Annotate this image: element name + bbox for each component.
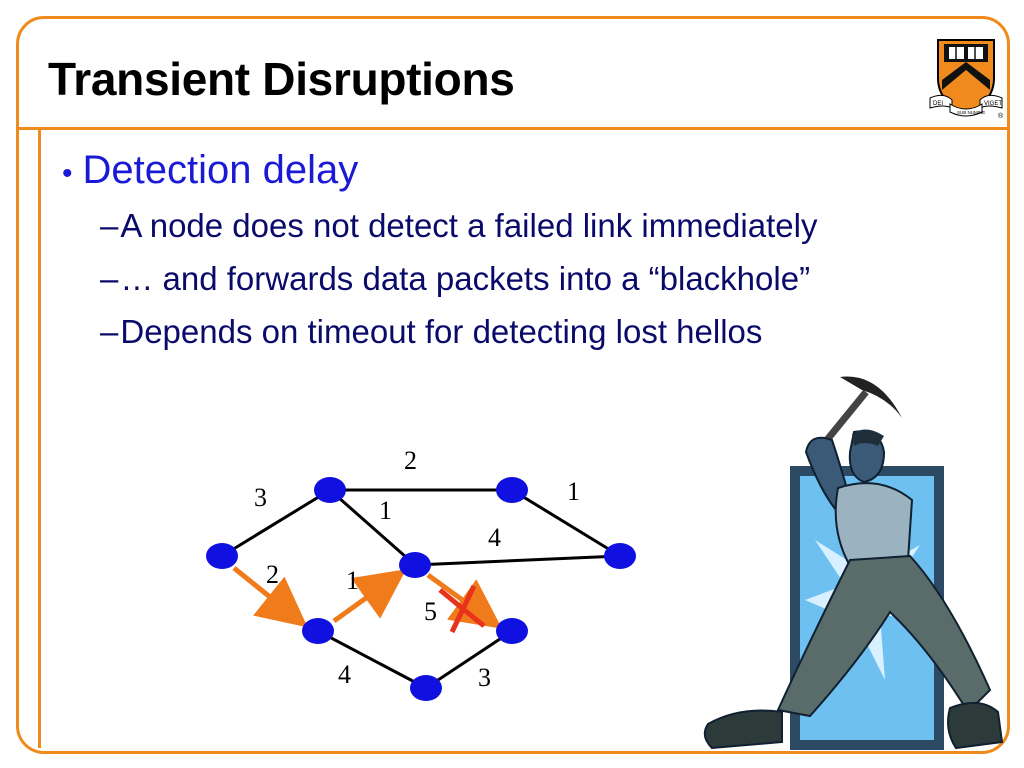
right-boot [947,701,1004,750]
edge-weight: 4 [338,660,351,689]
motto-left: DEI [933,101,943,107]
edge [511,488,621,558]
dash-marker: – [100,313,119,350]
sub-bullet-text: … and forwards data packets into a “blac… [120,260,811,297]
slide-frame [16,16,1010,754]
sub-bullet-item: –… and forwards data packets into a “bla… [100,252,817,305]
edge [221,488,331,558]
slide-title: Transient Disruptions [48,53,515,105]
princeton-shield-logo: DEI SUB NUMINE VIGET ® [929,39,1004,120]
graph-edges [221,488,621,690]
motto-center: SUB NUMINE [957,110,985,115]
worker-hair [852,429,884,446]
edge-weight: 5 [424,597,437,626]
edge [425,629,513,690]
registered-mark: ® [998,112,1004,120]
edge-weight-labels: 3 2 1 1 4 1 2 5 4 3 [254,446,580,692]
edge-weight: 1 [379,496,392,525]
edge-weight: 3 [254,483,267,512]
sub-bullet-item: –Depends on timeout for detecting lost h… [100,305,817,358]
node [410,675,442,701]
node [314,477,346,503]
node [496,477,528,503]
node [496,618,528,644]
sub-bullet-text: A node does not detect a failed link imm… [120,207,818,244]
left-margin-rule [38,130,41,748]
path-arrow [232,566,308,628]
sub-bullet-group: –A node does not detect a failed link im… [62,199,817,358]
sub-bullet-list: –A node does not detect a failed link im… [100,199,817,358]
edge-weight: 3 [478,663,491,692]
pickaxe-handle [819,389,869,449]
path-arrow [332,569,407,624]
bullet-item: • Detection delay [62,148,817,193]
network-graph: 3 2 1 1 4 1 2 5 4 3 [206,446,636,701]
sub-bullet-text: Depends on timeout for detecting lost he… [120,313,763,350]
pickaxe-head [840,376,902,418]
graph-nodes [206,477,636,701]
edge-weight: 1 [346,566,359,595]
failed-link-x-icon [438,584,486,634]
edge-weight: 2 [404,446,417,475]
path-arrow [426,572,503,629]
edge [414,554,621,567]
forwarding-path [232,566,503,629]
edge-weight: 4 [488,523,501,552]
edge [329,488,416,567]
dash-marker: – [100,260,119,297]
bullet-text: Detection delay [82,148,359,192]
edge-weight: 1 [567,477,580,506]
node [206,543,238,569]
title-divider [16,127,1010,130]
edge [317,629,427,690]
edge-weight: 2 [266,560,279,589]
worker-shirt [834,482,914,568]
dash-marker: – [100,207,119,244]
bullet-list: • Detection delay –A node does not detec… [62,148,817,358]
bullet-dot: • [62,157,73,190]
worker-pickaxe-clipart [703,376,1004,750]
worker-trousers [776,554,992,718]
node [399,552,431,578]
node [604,543,636,569]
node [302,618,334,644]
left-boot [703,709,783,750]
motto-right: VIGET [984,101,1002,107]
sub-bullet-item: –A node does not detect a failed link im… [100,199,817,252]
